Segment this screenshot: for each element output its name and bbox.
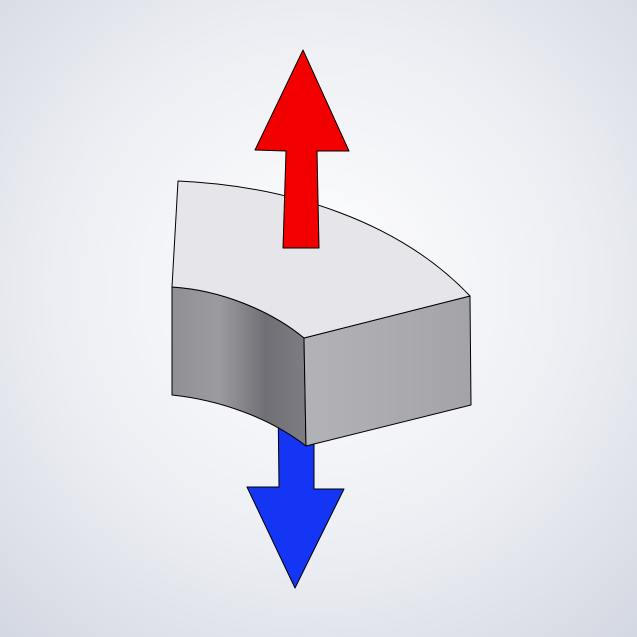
magnet-top-face bbox=[171, 180, 471, 339]
north-arrow-icon bbox=[254, 49, 350, 249]
